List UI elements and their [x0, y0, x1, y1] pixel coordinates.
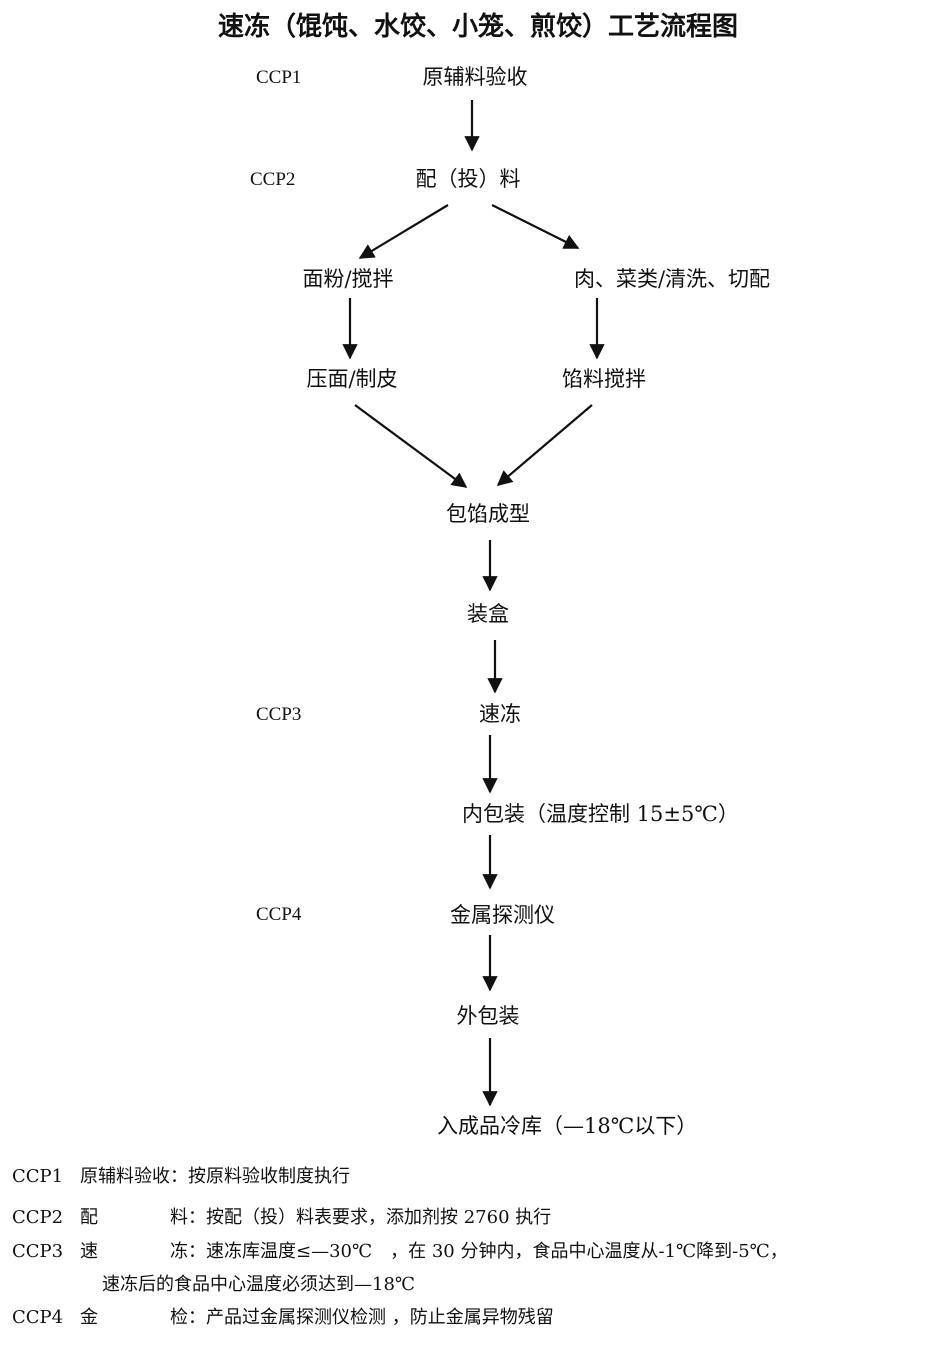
step-pressing-wrappers: 压面/制皮 — [306, 367, 398, 391]
step-outer-packing: 外包装 — [456, 1004, 520, 1028]
note-label: 金 — [80, 1307, 98, 1328]
note-label: 料 — [170, 1207, 188, 1228]
note-text-continued: 速冻后的食品中心温度必须达到—18℃ — [102, 1274, 416, 1295]
step-filling-mixing: 馅料搅拌 — [562, 367, 646, 391]
step-flour-mixing: 面粉/搅拌 — [302, 267, 394, 291]
note-label: 配 — [80, 1207, 98, 1228]
note-label: 速 — [80, 1241, 98, 1262]
ccp1-label: CCP1 — [256, 67, 302, 88]
ccp3-label: CCP3 — [256, 704, 302, 725]
page-title: 速冻（馄饨、水饺、小笼、煎饺）工艺流程图 — [217, 12, 739, 42]
step-raw-receiving: 原辅料验收 — [422, 65, 528, 89]
step-cold-storage: 入成品冷库（—18℃以下） — [437, 1114, 698, 1138]
step-inner-packing: 内包装（温度控制 15±5℃） — [462, 802, 739, 826]
ccp2-label: CCP2 — [250, 169, 296, 190]
note-label: 检 — [170, 1307, 188, 1328]
arrow — [491, 204, 580, 249]
note-text: ：按原料验收制度执行 — [170, 1166, 350, 1187]
step-quick-freezing: 速冻 — [479, 702, 521, 726]
ccp4-label: CCP4 — [256, 904, 302, 925]
step-meat-veg-prep: 肉、菜类/清洗、切配 — [573, 267, 771, 291]
step-boxing: 装盒 — [467, 602, 509, 626]
note-ccp: CCP3 — [12, 1241, 64, 1262]
arrow — [358, 204, 449, 259]
note-label: 冻 — [170, 1241, 188, 1262]
note-text: ：按配（投）料表要求，添加剂按 2760 执行 — [188, 1207, 552, 1228]
note-ccp: CCP1 — [12, 1166, 64, 1187]
arrow — [354, 404, 468, 488]
step-metal-detector: 金属探测仪 — [450, 903, 555, 927]
note-ccp: CCP2 — [12, 1207, 64, 1228]
note-text: ：产品过金属探测仪检测 ，防止金属异物残留 — [188, 1307, 554, 1328]
step-wrapping-forming: 包馅成型 — [446, 502, 530, 526]
note-ccp: CCP4 — [12, 1307, 64, 1328]
step-batching: 配（投）料 — [415, 167, 521, 191]
note-text: ：速冻库温度≤—30℃ ，在 30 分钟内，食品中心温度从-1℃降到-5℃， — [188, 1241, 788, 1262]
note-label: 原辅料验收 — [80, 1166, 170, 1187]
arrow — [496, 404, 593, 486]
